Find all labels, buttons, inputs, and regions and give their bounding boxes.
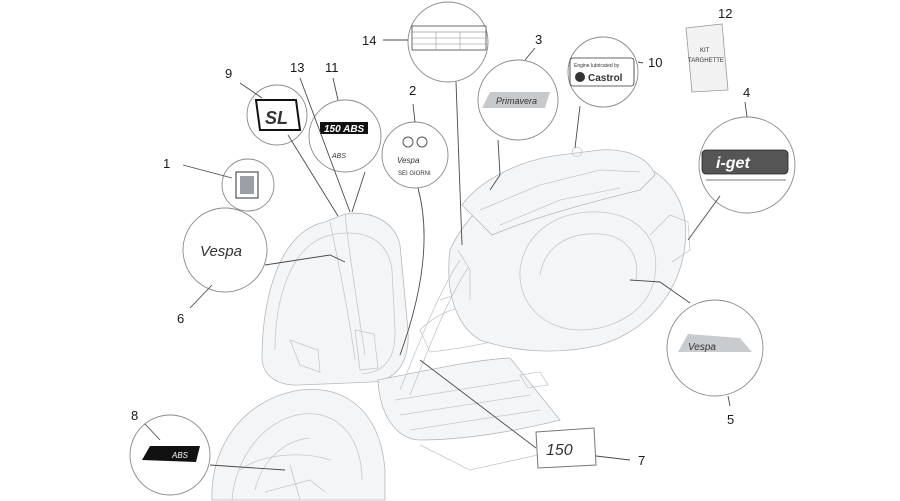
iget-text: i-get [716,155,750,172]
abs-small-text: ABS [331,153,346,160]
callout-9: 9 [225,66,232,81]
castrol-top-text: Engine lubricated by [574,63,620,69]
callout-4: 4 [743,85,750,100]
decal-10-castrol: Engine lubricated by Castrol [567,36,639,108]
decal-4-iget: i-get [698,116,796,214]
decal-8-abs-strip: ABS [129,414,211,496]
castrol-brand-text: Castrol [588,73,623,84]
decal-6-vespa-script: Vespa [182,207,268,293]
decal-12-kit-bag: KIT TARGHETTE [685,23,729,93]
sl-text: SL [265,108,288,128]
callout-8: 8 [131,408,138,423]
leader-lines [144,39,748,471]
decal-11-150-abs: 150 ABS ABS [308,99,382,173]
decal-5-side-vespa: Vespa [666,299,764,397]
vespa-script-text: Vespa [200,243,242,260]
callout-3: 3 [535,32,542,47]
abs-150-text: 150 ABS [324,124,365,135]
decal-3-primavera: Primavera [477,59,559,141]
callout-13: 13 [290,60,304,75]
decal-14-info-label [407,1,489,83]
callout-7: 7 [638,453,645,468]
callout-11: 11 [325,60,339,75]
decal-9-sl: SL [246,84,308,146]
side-vespa-text: Vespa [688,342,716,353]
primavera-text: Primavera [496,96,537,106]
sei-giorni-text: SEI GIORNI [398,171,431,177]
kit-text-1: KIT [700,48,710,54]
vespa-small-text: Vespa [397,156,420,165]
decal-7-150: 150 [535,427,597,469]
callout-2: 2 [409,83,416,98]
kit-text-2: TARGHETTE [688,58,724,64]
callout-14: 14 [362,33,376,48]
callout-6: 6 [177,311,184,326]
decal-1-badge [221,158,275,212]
abs-strip-text: ABS [171,451,189,460]
decal-2-sei-giorni: Vespa SEI GIORNI [381,121,449,189]
callout-1: 1 [163,156,170,171]
label-150-text: 150 [546,442,573,459]
callout-12: 12 [718,6,732,21]
scooter-illustration [211,147,691,501]
callout-5: 5 [727,412,734,427]
callout-numbers: 1 2 3 4 5 6 7 8 9 10 11 12 13 14 [131,6,750,468]
callout-10: 10 [648,55,662,70]
